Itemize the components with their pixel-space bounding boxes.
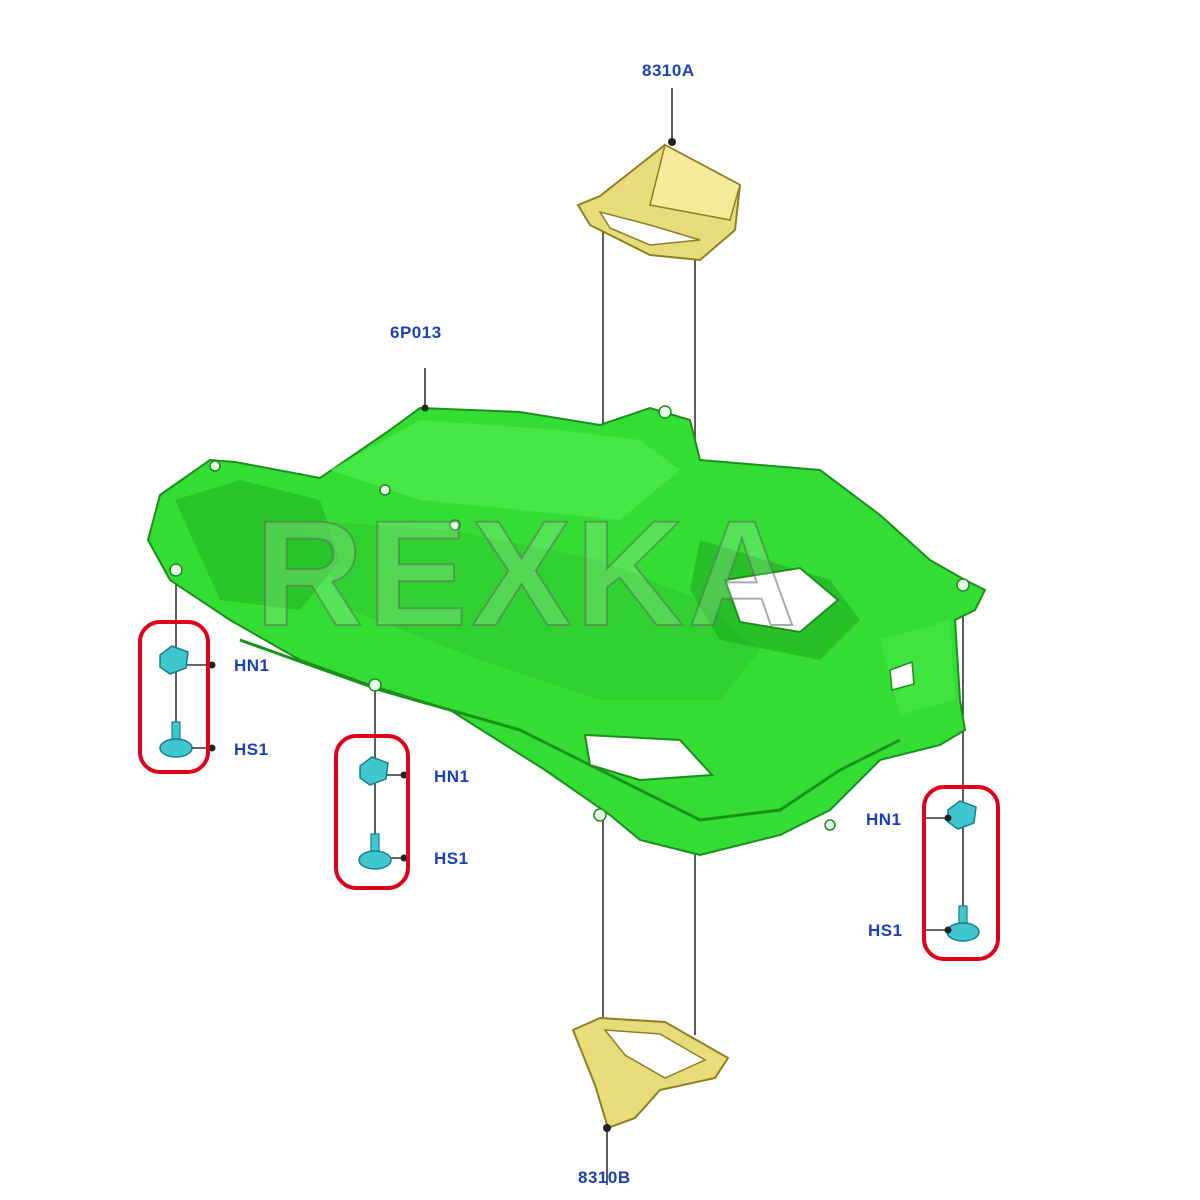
watermark-text: REXKA [255, 489, 800, 657]
label-left-hn1: HN1 [234, 656, 270, 675]
label-6p013: 6P013 [390, 323, 442, 342]
label-8310b: 8310B [578, 1168, 631, 1187]
label-8310a: 8310A [642, 61, 695, 80]
label-right-hs1: HS1 [868, 921, 903, 940]
upper-bracket-8310a [576, 138, 742, 262]
label-left-hs1: HS1 [234, 740, 269, 759]
callout-labels: 8310A 8310B 6P013 HN1 HS1 HN1 HS1 HN1 HS… [234, 61, 903, 1187]
right-fastener-highlight [922, 785, 1000, 961]
left-nut-hn1-icon [159, 645, 216, 675]
right-nut-hn1-icon [944, 800, 977, 830]
label-right-hn1: HN1 [866, 810, 902, 829]
right-stud-hs1-icon [944, 905, 980, 942]
mid-fastener-highlight [334, 734, 410, 890]
mid-nut-hn1-icon [359, 756, 408, 786]
label-mid-hn1: HN1 [434, 767, 470, 786]
mid-stud-hs1-icon [358, 833, 408, 870]
label-mid-hs1: HS1 [434, 849, 469, 868]
left-stud-hs1-icon [159, 721, 216, 758]
fasteners [159, 645, 980, 942]
left-fastener-highlight [138, 620, 210, 774]
lower-bracket-8310b [571, 1016, 730, 1132]
engine-splash-shield [146, 405, 987, 857]
highlight-boxes [138, 620, 1000, 961]
